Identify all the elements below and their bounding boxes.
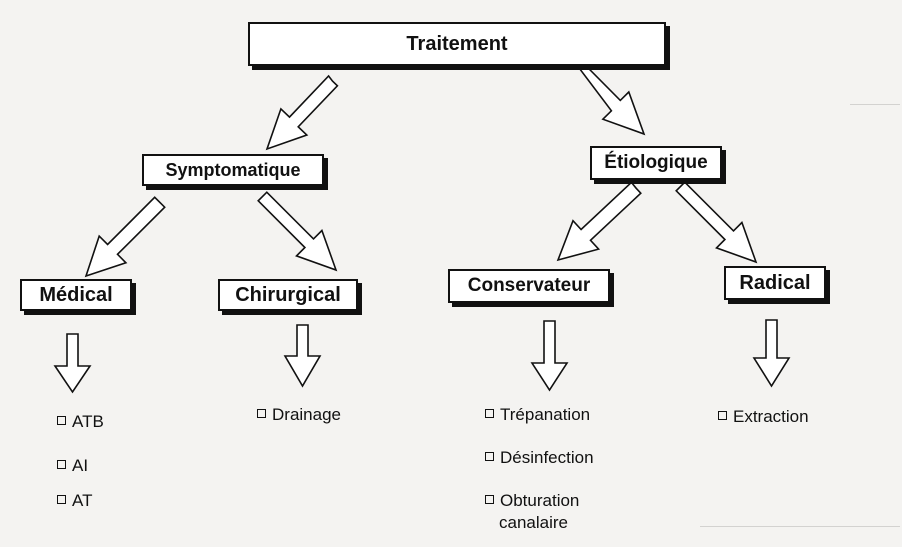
square-bullet-icon — [485, 495, 494, 504]
arrow-radical-down — [752, 319, 791, 388]
node-radical-label: Radical — [739, 271, 811, 294]
leaf-item-extraction: Extraction — [718, 406, 809, 428]
node-symptomatique: Symptomatique — [142, 154, 324, 186]
leaf-item-atb: ATB — [57, 411, 104, 433]
arrow-root-to-symptomatique — [265, 74, 339, 151]
leaf-label: Obturation — [500, 491, 580, 510]
leaf-item-drainage: Drainage — [257, 404, 341, 426]
ghost-line — [850, 104, 900, 105]
arrow-root-to-etiologique — [579, 64, 646, 136]
square-bullet-icon — [57, 495, 66, 504]
leaf-label: Drainage — [272, 405, 341, 424]
node-etiologique-label: Étiologique — [604, 152, 708, 173]
node-conservateur: Conservateur — [448, 269, 610, 303]
leaf-item-at: AT — [57, 490, 92, 512]
square-bullet-icon — [718, 411, 727, 420]
square-bullet-icon — [257, 409, 266, 418]
square-bullet-icon — [57, 460, 66, 469]
node-chirurgical-label: Chirurgical — [235, 283, 341, 306]
ghost-line — [700, 526, 900, 527]
leaf-label-continuation: canalaire — [499, 513, 568, 532]
leaf-item-ai: AI — [57, 455, 88, 477]
leaf-label: Désinfection — [500, 448, 594, 467]
leaf-label: AI — [72, 456, 89, 475]
leaf-label: AT — [72, 491, 93, 510]
node-radical: Radical — [724, 266, 826, 300]
node-traitement-label: Traitement — [406, 32, 508, 55]
leaf-label: ATB — [72, 412, 104, 431]
node-conservateur-label: Conservateur — [467, 275, 591, 296]
node-medical: Médical — [20, 279, 132, 311]
node-symptomatique-label: Symptomatique — [165, 159, 301, 180]
square-bullet-icon — [57, 416, 66, 425]
node-traitement: Traitement — [248, 22, 666, 66]
arrow-medical-down — [53, 333, 92, 394]
square-bullet-icon — [485, 409, 494, 418]
node-etiologique: Étiologique — [590, 146, 722, 180]
arrow-chirurgical-down — [283, 324, 322, 388]
leaf-label: Trépanation — [500, 405, 591, 424]
square-bullet-icon — [485, 452, 494, 461]
arrow-etiologique-to-conservateur — [556, 181, 642, 262]
arrow-conservateur-down — [530, 320, 569, 392]
node-chirurgical: Chirurgical — [218, 279, 358, 311]
leaf-label: Extraction — [733, 407, 809, 426]
leaf-item-obturation-canalaire: Obturation canalaire — [485, 490, 579, 534]
arrow-symptomatique-to-medical — [84, 196, 166, 278]
leaf-item-desinfection: Désinfection — [485, 447, 594, 469]
leaf-item-trepanation: Trépanation — [485, 404, 590, 426]
node-medical-label: Médical — [39, 283, 113, 306]
arrow-etiologique-to-radical — [675, 181, 758, 264]
arrow-symptomatique-to-chirurgical — [257, 191, 338, 272]
